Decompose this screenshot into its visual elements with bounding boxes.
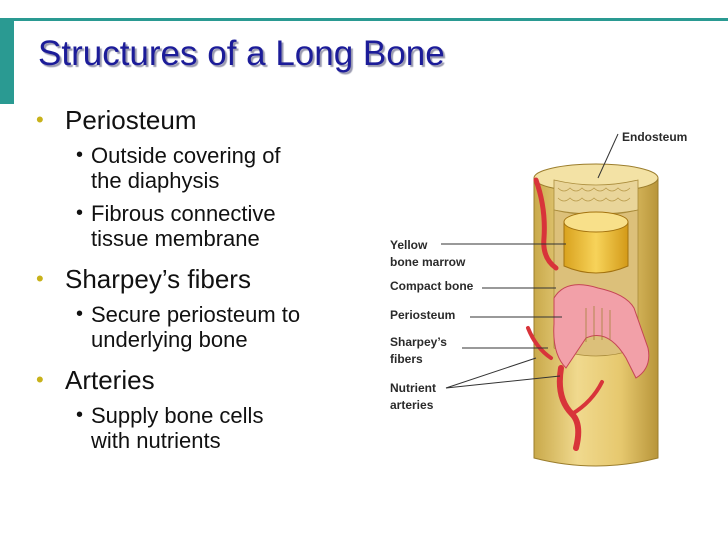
periosteum-flap xyxy=(553,284,650,379)
sub-bullet-line: underlying bone xyxy=(91,327,248,352)
bullet-dot-icon: • xyxy=(36,266,44,291)
label-endosteum: Endosteum xyxy=(622,130,688,144)
label-periosteum: Periosteum xyxy=(390,308,456,322)
bullet-periosteum: • Periosteum xyxy=(36,105,356,135)
sub-bullet: • Outside covering of the diaphysis xyxy=(36,143,356,193)
sub-bullet-dot-icon: • xyxy=(76,303,84,325)
sub-bullet: • Fibrous connective tissue membrane xyxy=(36,201,356,251)
label-sharpeys-1: Sharpey’s xyxy=(390,335,447,349)
bullet-sharpeys-fibers: • Sharpey’s fibers xyxy=(36,264,356,294)
spongy-bone xyxy=(553,179,639,215)
top-rule xyxy=(0,0,728,21)
bullet-text: Sharpey’s fibers xyxy=(65,264,251,294)
sub-bullet-line: the diaphysis xyxy=(91,168,220,193)
sub-bullet: • Supply bone cells with nutrients xyxy=(36,403,356,453)
label-nutrient-1: Nutrient xyxy=(390,381,436,395)
label-compact-bone: Compact bone xyxy=(390,279,474,293)
bullet-arteries: • Arteries xyxy=(36,365,356,395)
artery-top xyxy=(533,177,559,271)
long-bone-illustration: Endosteum Yellow bone marrow Compact bon… xyxy=(386,118,706,478)
sub-bullet-dot-icon: • xyxy=(76,404,84,426)
slide-title: Structures of a Long Bone xyxy=(38,34,445,73)
yellow-marrow xyxy=(563,221,629,274)
sub-bullet-line: Secure periosteum to xyxy=(91,302,301,327)
sub-bullet-line: tissue membrane xyxy=(91,226,260,251)
sub-bullet-line: Supply bone cells xyxy=(91,403,264,428)
bullet-text: Periosteum xyxy=(65,105,197,135)
bullet-text: Arteries xyxy=(65,365,155,395)
sub-bullet-dot-icon: • xyxy=(76,202,84,224)
sub-bullet-line: Outside covering of xyxy=(91,143,281,168)
bullet-dot-icon: • xyxy=(36,367,44,392)
sub-bullet-dot-icon: • xyxy=(76,144,84,166)
label-nutrient-2: arteries xyxy=(390,398,434,412)
sub-bullet-line: with nutrients xyxy=(91,428,221,453)
bullet-list: • Periosteum • Outside covering of the d… xyxy=(36,102,356,453)
sub-bullet-line: Fibrous connective xyxy=(91,201,276,226)
bullet-dot-icon: • xyxy=(36,107,44,132)
label-sharpeys-2: fibers xyxy=(390,352,423,366)
label-yellow-marrow-2: bone marrow xyxy=(390,255,466,269)
sub-bullet: • Secure periosteum to underlying bone xyxy=(36,302,356,352)
side-accent-bar xyxy=(0,18,14,104)
label-yellow-marrow-1: Yellow xyxy=(390,238,428,252)
bone-diagram-svg xyxy=(441,133,659,467)
